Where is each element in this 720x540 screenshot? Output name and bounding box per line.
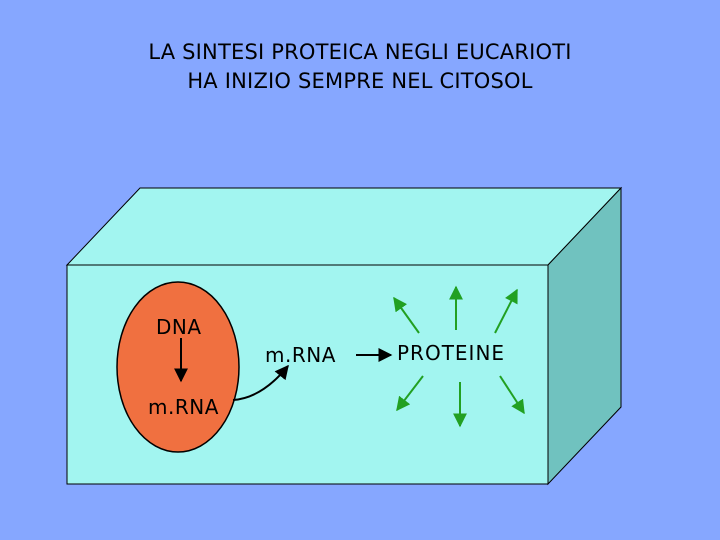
protein-arrow-up-left	[393, 296, 420, 334]
title-line-2: HA INIZIO SEMPRE NEL CITOSOL	[187, 69, 533, 93]
protein-arrow-down-left	[396, 375, 424, 412]
nucleus-mrna-label: m.RNA	[148, 395, 219, 419]
protein-arrow-up-right	[494, 288, 518, 334]
cytosol-mrna-label: m.RNA	[265, 343, 336, 367]
cell-top-face	[65, 187, 623, 266]
nucleus	[116, 281, 240, 453]
title-line-1: LA SINTESI PROTEICA NEGLI EUCARIOTI	[148, 40, 572, 64]
slide-title: LA SINTESI PROTEICA NEGLI EUCARIOTI HA I…	[0, 38, 720, 96]
protein-arrow-down-right	[499, 375, 525, 415]
nucleus-dna-label: DNA	[156, 315, 202, 339]
proteine-label: PROTEINE	[397, 341, 506, 365]
export-arrow	[232, 364, 289, 401]
